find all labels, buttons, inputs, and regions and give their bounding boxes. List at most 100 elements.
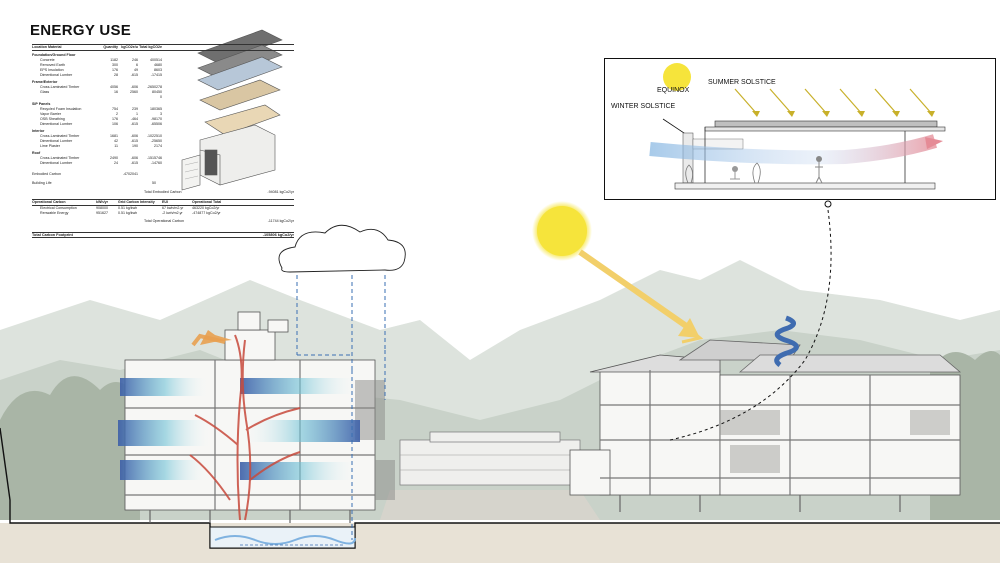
- operational-cell: 0.51 kg/kwh: [118, 206, 138, 210]
- operational-row: Electrical Consumption 908000 0.51 kg/kwh 6…: [32, 206, 294, 211]
- table-cell: 16: [114, 90, 118, 94]
- table-cell: 49: [134, 68, 138, 72]
- table-cell: -98170: [150, 117, 162, 121]
- table-cell: 190: [132, 144, 138, 148]
- total-embodied-label: Total Embodied Carbon: [144, 190, 182, 194]
- table-cell: Vapor Barrier: [40, 112, 62, 116]
- operational-header-cell: Grid Carbon Intensity: [118, 200, 155, 204]
- operational-cell: 951627: [96, 211, 108, 215]
- operational-header-cell: Operational Total: [192, 200, 222, 204]
- table-cell: [118, 95, 138, 100]
- table-section-heading: Interior: [32, 129, 45, 133]
- table-cell: 80450: [152, 90, 162, 94]
- operational-header-cell: Operational Carbon: [32, 200, 66, 204]
- table-row: Dimentional Lumber 28 -615 -17415: [32, 73, 294, 78]
- table-cell: -17415: [150, 73, 162, 77]
- table-cell: 300: [112, 63, 118, 67]
- total-footprint-row: Total Carbon Footprint -105806 kgCo2/yr: [32, 232, 294, 238]
- table-cell: Dimentional Lumber: [40, 139, 73, 143]
- page-title: ENERGY USE: [30, 22, 132, 39]
- table-section-heading: Roof: [32, 151, 41, 155]
- table-cell: 11: [114, 144, 118, 148]
- total-embodied-row: Total Embodied Carbon -94081 kgCo2/yr: [32, 190, 294, 195]
- table-cell: -464: [130, 117, 138, 121]
- table-cell: -2650278: [146, 85, 162, 89]
- table-section-heading: SIP Panels: [32, 102, 51, 106]
- table-row: OSB Sheathing 176 -464 -98170: [32, 117, 294, 122]
- table-cell: -615: [130, 73, 138, 77]
- table-section-heading: Foundation/Ground Floor: [32, 53, 76, 57]
- table-cell: 2560: [130, 90, 138, 94]
- total-footprint-value: -105806 kgCo2/yr: [262, 233, 294, 237]
- table-header: Location Material Quantity kgCO2e/u Tota…: [32, 44, 294, 51]
- table-cell: Dimentional Lumber: [40, 73, 73, 77]
- table-cell: 180365: [150, 107, 162, 111]
- table-cell: Dimentional Lumber: [40, 122, 73, 126]
- table-row: Recycled Foam Insulation 754 239 180365: [32, 107, 294, 112]
- table-cell: 2174: [154, 144, 162, 148]
- table-section-heading: Frame/Exterior: [32, 80, 58, 84]
- table-cell: 2490: [110, 156, 118, 160]
- table-cell: OSB Sheathing: [40, 117, 65, 121]
- table-header-cell: Total kgCO2e: [139, 45, 162, 49]
- total-footprint-label: Total Carbon Footprint: [32, 233, 73, 237]
- solar-inset-drawing: [649, 63, 946, 190]
- equinox-label: EQUINOX: [657, 87, 690, 94]
- table-cell: Dimentional Lumber: [40, 161, 73, 165]
- building-life-label: Building Life: [32, 181, 52, 185]
- table-cell: 106: [112, 122, 118, 126]
- table-cell: -606: [130, 134, 138, 138]
- table-cell: Concrete: [40, 58, 55, 62]
- winter-solstice-label: WINTER SOLSTICE: [611, 103, 676, 110]
- building-life-value: 50: [152, 181, 156, 185]
- embodied-carbon-value: -4702041: [122, 172, 138, 176]
- table-header-cell: Location Material: [32, 45, 62, 49]
- table-cell: -25650: [150, 139, 162, 143]
- solar-inset-panel: EQUINOX SUMMER SOLSTICE WINTER SOLSTICE: [604, 58, 996, 200]
- table-cell: [32, 95, 96, 100]
- table-row: 0: [32, 95, 294, 100]
- table-cell: [96, 95, 118, 100]
- table-cell: 8603: [154, 68, 162, 72]
- table-cell: 4680: [154, 63, 162, 67]
- table-cell: Glass: [40, 90, 50, 94]
- embodied-carbon-label: Embodied Carbon: [32, 172, 61, 176]
- table-cell: -615: [130, 139, 138, 143]
- table-cell: 176: [112, 117, 118, 121]
- table-cell: -606: [130, 85, 138, 89]
- table-cell: 754: [112, 107, 118, 111]
- operational-cell: -474877 kgCo2/yr: [192, 211, 221, 215]
- table-cell: 6: [136, 63, 138, 67]
- table-cell: 239: [132, 107, 138, 111]
- table-cell: Cross-Laminated Timber: [40, 156, 80, 160]
- operational-cell: 908000: [96, 206, 108, 210]
- operational-cell: 67 kwh/m2.yr: [162, 206, 184, 210]
- total-operational-value: -11744 kgCo2/yr: [267, 219, 294, 223]
- table-row: Glass 16 2560 80450: [32, 90, 294, 95]
- table-cell: Recycled Foam Insulation: [40, 107, 82, 111]
- table-cell: 176: [112, 68, 118, 72]
- operational-body: Electrical Consumption 908000 0.51 kg/kwh 6…: [32, 206, 294, 216]
- table-cell: 3: [160, 112, 162, 116]
- table-cell: Cross-Laminated Timber: [40, 134, 80, 138]
- table-cell: -606: [130, 156, 138, 160]
- operational-cell: 463220 kgCo2/yr: [192, 206, 220, 210]
- table-header-cell: Quantity: [103, 45, 118, 49]
- table-cell: 28: [114, 73, 118, 77]
- table-cell: -14760: [150, 161, 162, 165]
- operational-cell: Electrical Consumption: [40, 206, 77, 210]
- operational-header: Operational Carbon kWh/yr Grid Carbon In…: [32, 199, 294, 206]
- table-cell: -1022510: [146, 134, 162, 138]
- table-cell: 2: [116, 112, 118, 116]
- table-cell: 1182: [110, 58, 118, 62]
